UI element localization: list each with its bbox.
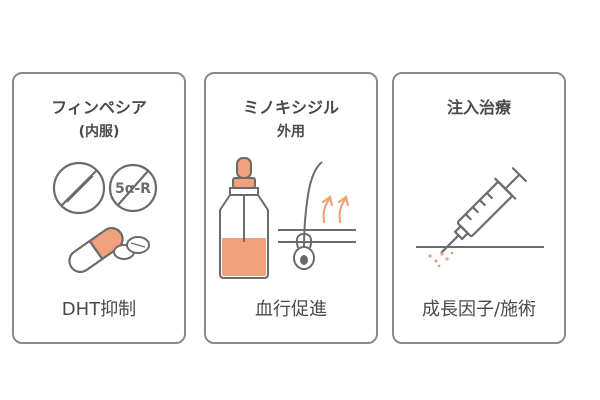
pill-illustration: 5α-R [52,161,158,273]
syringe-icon [440,167,527,254]
prohibited-pill-icon [52,161,106,215]
card-caption: 血行促進 [255,299,327,320]
injection-card: 注入治療 成長因子/施術 [392,72,566,344]
finpecia-card: フィンペシア (内服) 5α-R DHT抑制 [12,72,186,344]
5alpha-r-icon: 5α-R [108,163,158,213]
card-title: 注入治療 [446,98,511,117]
card-title: ミノキシジル [242,98,339,117]
card-title: フィンペシア [51,98,147,117]
tablet-icon [113,236,150,260]
capsule-icon [68,227,124,273]
minoxidil-illustration [219,157,356,279]
card-caption: 成長因子/施術 [421,299,537,320]
hair-follicle-icon [278,161,356,270]
card-subtitle: (内服) [78,124,120,140]
card-caption: DHT抑制 [61,299,137,320]
skin-surface-icon [416,246,544,268]
minoxidil-card: ミノキシジル 外用 血行促進 [204,72,378,344]
upward-arrows-icon [321,195,350,224]
injection-illustration [416,167,544,268]
badge-text: 5α-R [115,181,151,197]
card-subtitle: 外用 [277,124,305,140]
dropper-bottle-icon [219,157,269,279]
